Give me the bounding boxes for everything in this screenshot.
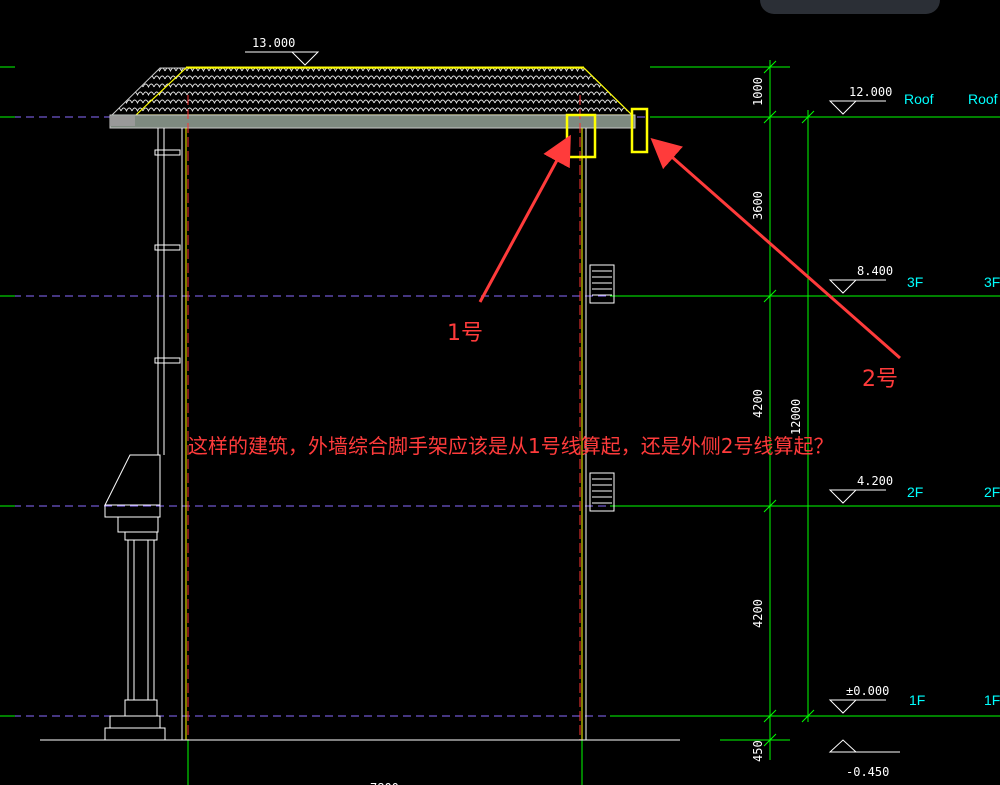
- highlight-box-2: [630, 107, 649, 154]
- ground-elevation: -0.450: [846, 765, 889, 779]
- green-level-lines: [0, 60, 1000, 785]
- level-1f-label-right: 1F: [984, 692, 1000, 708]
- dim-3600: 3600: [751, 191, 765, 220]
- dim-450: 450: [751, 740, 765, 762]
- top-elevation: 13.000: [252, 36, 295, 50]
- roof-level-label-right: Roof: [968, 91, 998, 107]
- level-2f-label: 2F: [907, 484, 923, 500]
- wall-louvers: [589, 264, 615, 512]
- level-1f-label: 1F: [909, 692, 925, 708]
- roof-elevation: 12.000: [849, 85, 892, 99]
- level-lines: [0, 116, 660, 717]
- question-text: 这样的建筑，外墙综合脚手架应该是从1号线算起，还是外侧2号线算起？: [188, 434, 833, 458]
- roof-level-label: Roof: [904, 91, 934, 107]
- building-walls: [40, 95, 680, 741]
- marker-1-label: 1号: [447, 321, 483, 346]
- roof: [109, 66, 636, 129]
- dim-4200-lower: 4200: [751, 599, 765, 628]
- left-column: [104, 128, 181, 741]
- level-2f-label-right: 2F: [984, 484, 1000, 500]
- dim-total-12000: 12000: [789, 399, 803, 435]
- dim-1000: 1000: [751, 77, 765, 106]
- elevation-symbols: [245, 51, 900, 753]
- level-2f-elevation: 4.200: [857, 474, 893, 488]
- arrow-2: [650, 138, 901, 360]
- toolbar-knob: [760, 0, 940, 14]
- level-1f-elevation: ±0.000: [846, 684, 889, 698]
- dim-bottom-7800: 7800: [370, 781, 399, 785]
- level-3f-label-right: 3F: [984, 274, 1000, 290]
- marker-2-label: 2号: [862, 367, 898, 392]
- dim-4200-upper: 4200: [751, 389, 765, 418]
- level-3f-label: 3F: [907, 274, 923, 290]
- level-3f-elevation: 8.400: [857, 264, 893, 278]
- arrow-1: [478, 134, 571, 303]
